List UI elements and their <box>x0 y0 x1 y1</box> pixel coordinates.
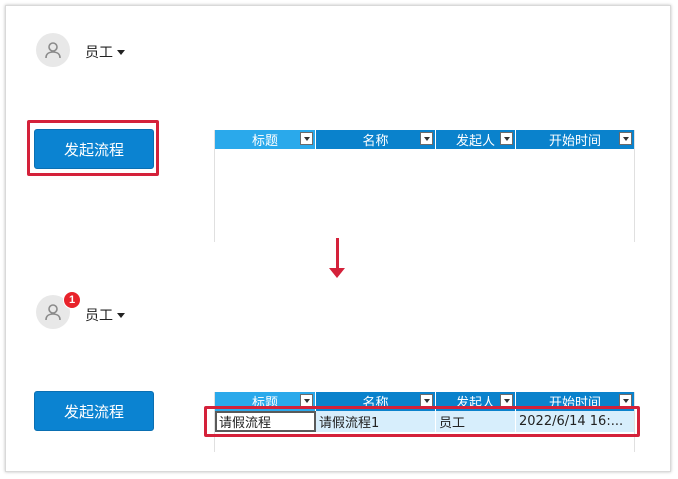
column-header-name[interactable]: 名称 <box>316 130 436 149</box>
filter-dropdown-icon[interactable] <box>619 394 632 407</box>
table-header: 标题 名称 发起人 开始时间 <box>215 130 634 149</box>
column-header-initiator[interactable]: 发起人 <box>436 130 516 149</box>
user-menu[interactable]: 员工 <box>85 42 125 62</box>
filter-dropdown-icon[interactable] <box>300 394 313 407</box>
start-process-button[interactable]: 发起流程 <box>34 391 154 431</box>
column-header-title[interactable]: 标题 <box>215 130 316 149</box>
process-table-empty: 标题 名称 发起人 开始时间 <box>214 130 635 242</box>
arrow-down-icon <box>329 238 345 278</box>
user-icon <box>45 42 61 59</box>
table-row[interactable]: 请假流程 请假流程1 员工 2022/6/14 16:... <box>215 411 634 432</box>
filter-dropdown-icon[interactable] <box>420 132 433 145</box>
filter-dropdown-icon[interactable] <box>420 394 433 407</box>
table-cell-name[interactable]: 请假流程1 <box>316 411 436 432</box>
user-icon <box>45 304 61 321</box>
highlight-box-new-row <box>204 406 640 437</box>
user-name: 员工 <box>85 45 113 61</box>
chevron-down-icon <box>117 49 125 55</box>
notification-badge: 1 <box>63 291 81 309</box>
filter-dropdown-icon[interactable] <box>500 132 513 145</box>
filter-dropdown-icon[interactable] <box>619 132 632 145</box>
avatar[interactable] <box>36 33 70 67</box>
user-name: 员工 <box>85 308 113 324</box>
highlight-box-start-button <box>27 120 159 176</box>
user-menu[interactable]: 员工 <box>85 305 125 325</box>
table-cell-start-time[interactable]: 2022/6/14 16:... <box>519 414 624 429</box>
column-header-start-time[interactable]: 开始时间 <box>516 130 634 149</box>
table-cell-title[interactable]: 请假流程 <box>215 411 316 432</box>
chevron-down-icon <box>117 312 125 318</box>
start-process-button[interactable]: 发起流程 <box>34 129 154 169</box>
filter-dropdown-icon[interactable] <box>300 132 313 145</box>
table-cell-initiator[interactable]: 员工 <box>436 411 516 432</box>
